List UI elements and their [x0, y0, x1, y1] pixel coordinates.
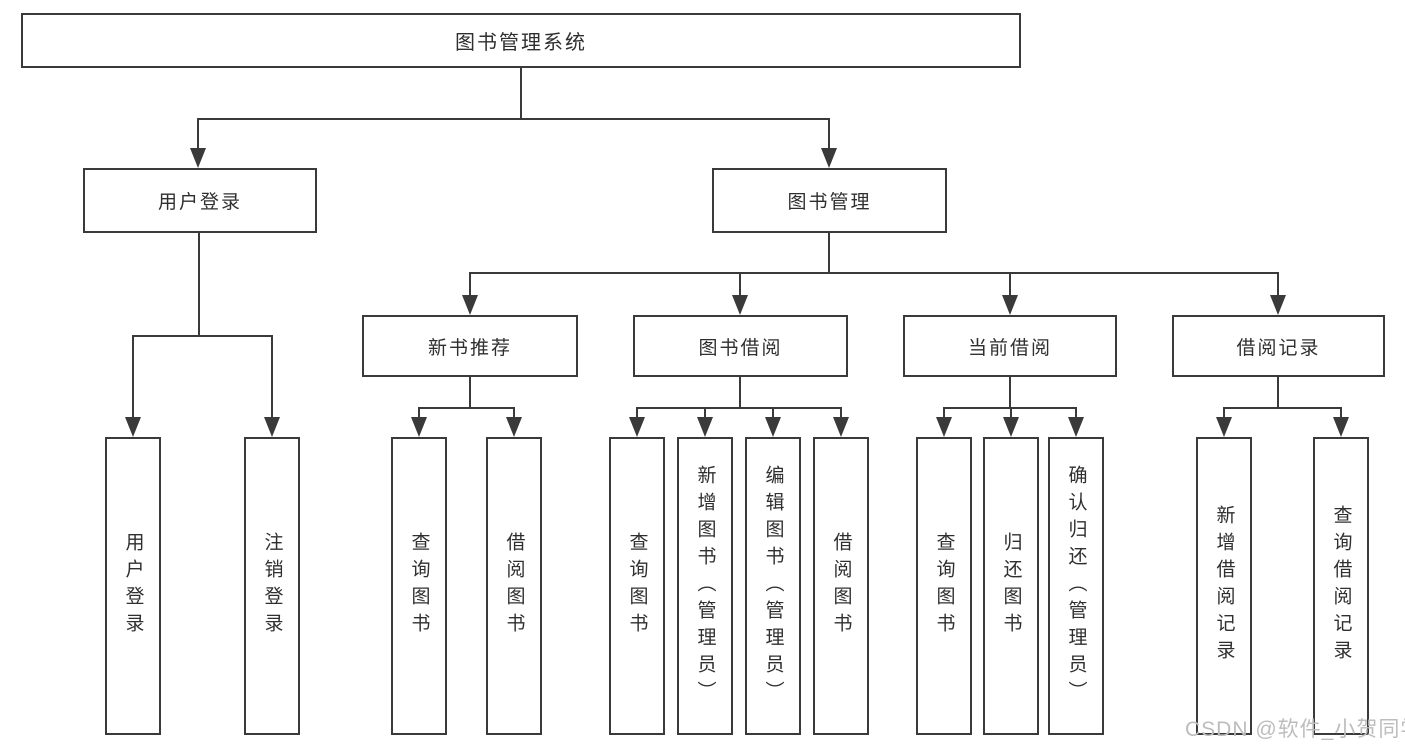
node-label: 图书管理系统: [455, 32, 587, 54]
csdn-watermark: CSDN @软件_小贺同学: [1185, 718, 1405, 741]
connector-root-rail: [197, 118, 830, 120]
connector-root-stem: [520, 68, 522, 118]
leaf-borrow-books: 借阅图书: [813, 437, 869, 735]
arrowhead-down-icon: [1068, 417, 1084, 437]
connector-arrow-line: [513, 407, 515, 419]
node-label: 借阅记录: [1236, 337, 1321, 359]
leaf-add-borrow-record: 新增借阅记录: [1196, 437, 1252, 735]
leaf-logout: 注销登录: [244, 437, 300, 735]
connector-recommend-stem: [469, 377, 471, 407]
connector-arrow-line: [1075, 407, 1077, 419]
arrowhead-down-icon: [411, 417, 427, 437]
arrowhead-down-icon: [697, 417, 713, 437]
connector-borrow-rail: [636, 407, 842, 409]
arrowhead-down-icon: [1270, 295, 1286, 315]
leaf-edit-books-admin: 编辑图书（管理员）: [745, 437, 801, 735]
connector-arrow-line: [828, 118, 830, 150]
node-borrow-records: 借阅记录: [1172, 315, 1385, 377]
node-current-borrow: 当前借阅: [903, 315, 1117, 377]
node-label: 借阅图书: [830, 532, 852, 640]
node-label: 用户登录: [157, 192, 242, 213]
connector-current-stem: [1009, 377, 1011, 407]
arrowhead-down-icon: [765, 417, 781, 437]
arrowhead-down-icon: [1216, 417, 1232, 437]
connector-bookmgmt-rail: [469, 272, 1278, 274]
node-book-management-branch: 图书管理: [712, 168, 947, 233]
connector-arrow-line: [132, 335, 134, 419]
leaf-query-borrow-record: 查询借阅记录: [1313, 437, 1369, 735]
node-user-login-branch: 用户登录: [83, 168, 317, 233]
connector-arrow-line: [271, 335, 273, 419]
connector-arrow-line: [1340, 407, 1342, 419]
connector-arrow-line: [943, 407, 945, 419]
leaf-return-books: 归还图书: [983, 437, 1039, 735]
leaf-user-login: 用户登录: [105, 437, 161, 735]
node-label: 归还图书: [1000, 532, 1022, 640]
connector-arrow-line: [1009, 272, 1011, 297]
node-label: 查询图书: [408, 532, 430, 640]
leaf-query-books-current: 查询图书: [916, 437, 972, 735]
arrowhead-down-icon: [821, 148, 837, 168]
arrowhead-down-icon: [732, 295, 748, 315]
node-label: 新增图书（管理员）: [694, 464, 716, 708]
connector-records-stem: [1277, 377, 1279, 407]
connector-arrow-line: [469, 272, 471, 297]
connector-userlogin-stem: [198, 233, 200, 335]
leaf-add-books-admin: 新增图书（管理员）: [677, 437, 733, 735]
connector-records-rail: [1223, 407, 1342, 409]
node-label: 当前借阅: [967, 337, 1052, 359]
arrowhead-down-icon: [1002, 295, 1018, 315]
arrowhead-down-icon: [1003, 417, 1019, 437]
node-label: 借阅图书: [503, 532, 525, 640]
node-label: 查询图书: [626, 532, 648, 640]
node-library-management-system: 图书管理系统: [21, 13, 1021, 68]
node-label: 查询借阅记录: [1330, 505, 1352, 667]
node-new-book-recommend: 新书推荐: [362, 315, 578, 377]
connector-arrow-line: [1010, 407, 1012, 419]
arrowhead-down-icon: [629, 417, 645, 437]
node-label: 新增借阅记录: [1213, 505, 1235, 667]
node-label: 编辑图书（管理员）: [762, 464, 784, 708]
leaf-query-books-borrow: 查询图书: [609, 437, 665, 735]
node-label: 查询图书: [933, 532, 955, 640]
node-label: 图书管理: [787, 192, 872, 213]
leaf-query-books-recommend: 查询图书: [391, 437, 447, 735]
connector-borrow-stem: [739, 377, 741, 407]
arrowhead-down-icon: [462, 295, 478, 315]
node-label: 确认归还（管理员）: [1065, 464, 1087, 708]
arrowhead-down-icon: [125, 417, 141, 437]
connector-userlogin-rail: [132, 335, 273, 337]
leaf-borrow-books-recommend: 借阅图书: [486, 437, 542, 735]
connector-arrow-line: [197, 118, 199, 150]
arrowhead-down-icon: [833, 417, 849, 437]
arrowhead-down-icon: [1333, 417, 1349, 437]
connector-arrow-line: [1223, 407, 1225, 419]
arrowhead-down-icon: [936, 417, 952, 437]
arrowhead-down-icon: [264, 417, 280, 437]
arrowhead-down-icon: [506, 417, 522, 437]
arrowhead-down-icon: [190, 148, 206, 168]
connector-arrow-line: [840, 407, 842, 419]
node-label: 注销登录: [261, 532, 283, 640]
connector-recommend-rail: [418, 407, 515, 409]
connector-arrow-line: [772, 407, 774, 419]
node-book-borrow: 图书借阅: [633, 315, 848, 377]
leaf-confirm-return-admin: 确认归还（管理员）: [1048, 437, 1104, 735]
node-label: 图书借阅: [698, 337, 783, 359]
connector-arrow-line: [636, 407, 638, 419]
node-label: 用户登录: [122, 532, 144, 640]
connector-arrow-line: [704, 407, 706, 419]
connector-arrow-line: [1277, 272, 1279, 297]
node-label: 新书推荐: [427, 337, 512, 359]
connector-bookmgmt-stem: [828, 233, 830, 272]
connector-arrow-line: [739, 272, 741, 297]
connector-arrow-line: [418, 407, 420, 419]
